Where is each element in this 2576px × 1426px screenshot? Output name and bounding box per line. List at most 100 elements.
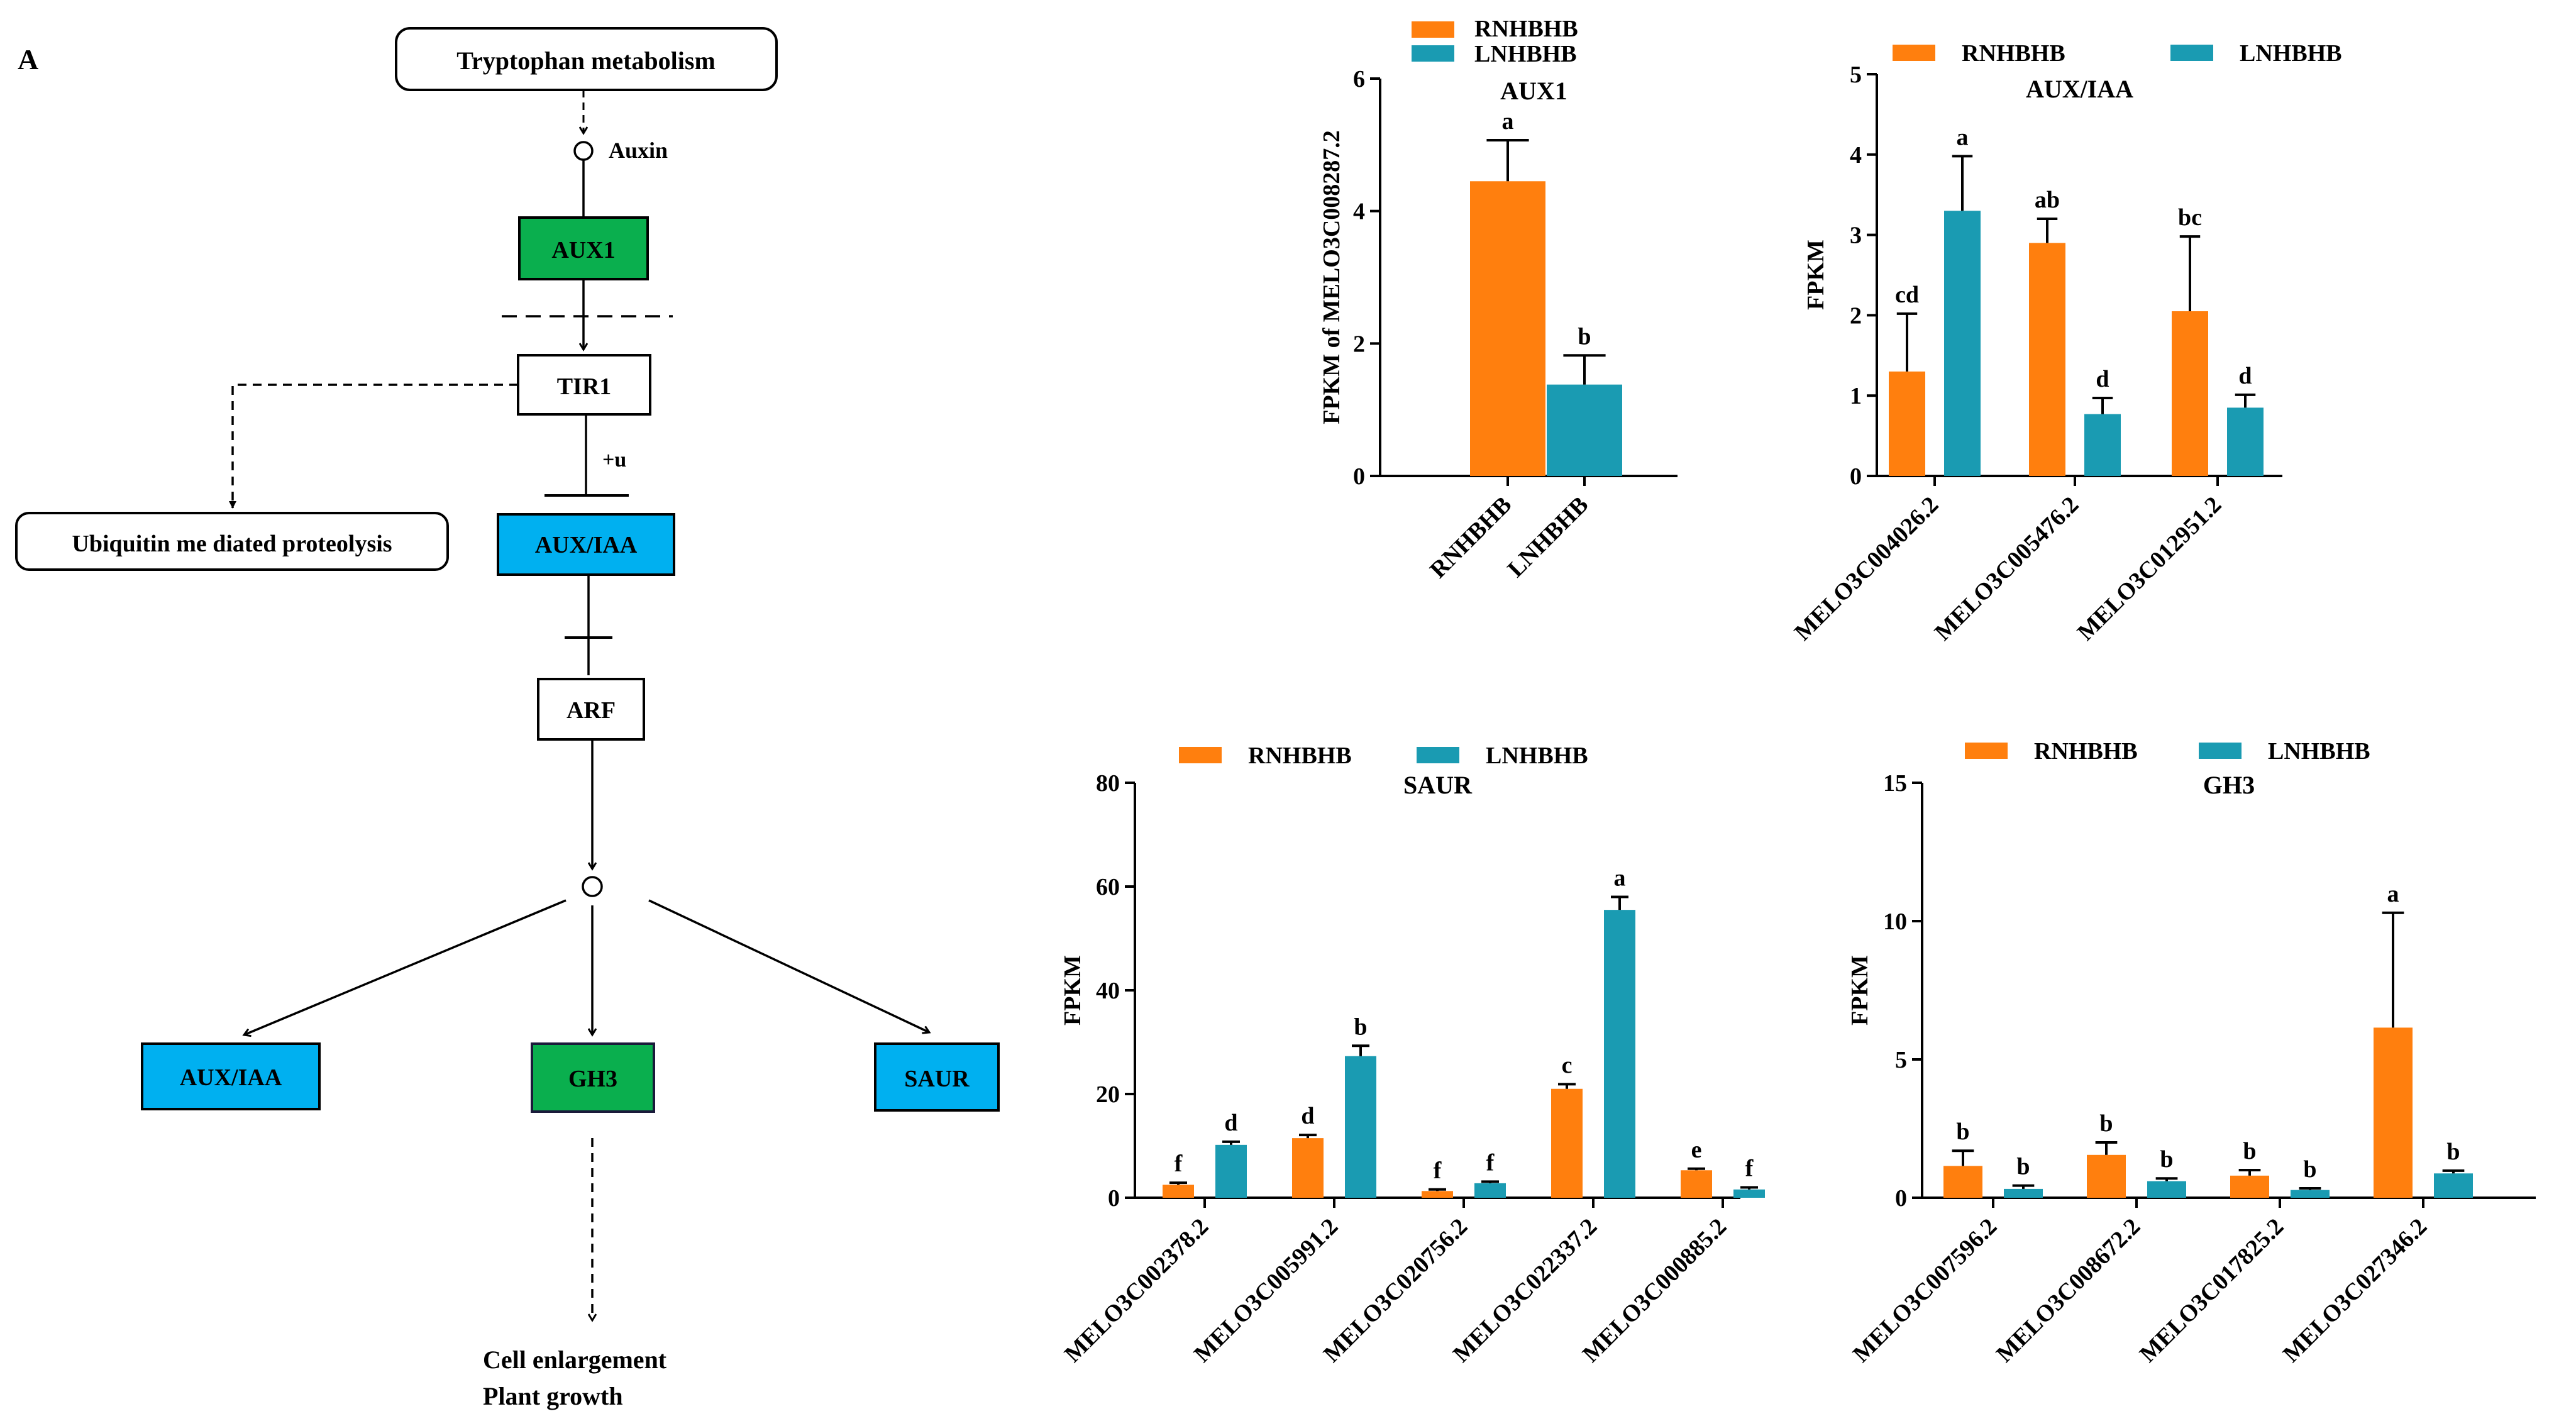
out-saur-label: SAUR <box>904 1066 970 1092</box>
branch-node <box>582 876 603 897</box>
tir1-label: TIR1 <box>557 373 612 400</box>
y-axis-label: FPKM <box>1847 955 1873 1025</box>
outcome-2: Plant growth <box>483 1382 623 1410</box>
out-auxiaa-label: AUX/IAA <box>180 1064 282 1091</box>
arf-label: ARF <box>567 697 616 724</box>
legend-label-lnhbhb: LNHBHB <box>2240 40 2342 67</box>
auxiaa-box <box>497 513 675 576</box>
outcome-1: Cell enlargement <box>483 1346 667 1374</box>
x-tick-label: MELO3C022337.2 <box>1448 1213 1602 1368</box>
legend-label-lnhbhb: LNHBHB <box>1474 41 1577 67</box>
y-tick-label: 4 <box>1353 199 1365 225</box>
legend-swatch-rnhbhb <box>1412 21 1454 38</box>
significance-letter: a <box>2387 881 2399 907</box>
arrow-to-saur <box>648 899 929 1032</box>
bar-lnhbhb <box>1604 910 1635 1198</box>
x-tick-label: MELO3C005476.2 <box>1930 492 2084 646</box>
out-auxiaa-box <box>141 1042 321 1110</box>
pathway-diagram: Tryptophan metabolism Auxin AUX1 TIR1 Ub… <box>15 27 1000 1410</box>
bar-rnhbhb <box>2230 1175 2269 1198</box>
y-tick-label: 0 <box>1353 463 1365 490</box>
significance-letter: b <box>1956 1119 1969 1145</box>
x-tick-label: MELO3C007596.2 <box>1848 1213 2002 1368</box>
y-tick-label: 10 <box>1883 909 1907 935</box>
y-tick-label: 15 <box>1883 770 1907 797</box>
legend-label-rnhbhb: RNHBHB <box>1248 743 1352 769</box>
x-tick-label: MELO3C002378.2 <box>1059 1213 1213 1368</box>
bar-lnhbhb <box>1944 211 1981 476</box>
y-axis-label: FPKM <box>1803 240 1829 310</box>
y-tick-label: 60 <box>1096 874 1120 900</box>
out-gh3-label: GH3 <box>568 1066 617 1092</box>
bar-rnhbhb <box>1163 1185 1194 1198</box>
significance-letter: b <box>2303 1156 2316 1183</box>
y-tick-label: 2 <box>1850 302 1862 329</box>
significance-letter: b <box>2243 1138 2256 1164</box>
y-axis-label: FPKM <box>1059 955 1086 1025</box>
auxin-node <box>573 141 594 161</box>
x-tick-label: MELO3C000885.2 <box>1578 1213 1732 1368</box>
legend-label-rnhbhb: RNHBHB <box>1474 16 1578 42</box>
out-saur-box <box>874 1042 1000 1112</box>
arf-box <box>537 678 645 741</box>
ubiquitin-label: Ubiquitin me diated proteolysis <box>72 531 392 557</box>
y-tick-label: 0 <box>1895 1185 1907 1212</box>
bar-lnhbhb <box>2147 1181 2186 1198</box>
legend-swatch-lnhbhb <box>2170 45 2213 61</box>
significance-letter: f <box>1745 1156 1754 1182</box>
tryptophan-label: Tryptophan metabolism <box>456 47 716 75</box>
x-tick-label: MELO3C017825.2 <box>2135 1213 2289 1368</box>
x-tick-label: RNHBHB <box>1425 492 1517 583</box>
x-tick-label: LNHBHB <box>1503 492 1594 583</box>
bar-lnhbhb <box>1215 1144 1247 1198</box>
auxin-label: Auxin <box>609 138 668 163</box>
significance-letter: ab <box>2035 187 2060 213</box>
chart-title: SAUR <box>1403 771 1473 799</box>
bar-lnhbhb <box>2084 414 2121 476</box>
y-tick-label: 5 <box>1850 62 1862 88</box>
legend-label-lnhbhb: LNHBHB <box>1486 743 1588 769</box>
x-tick-label: MELO3C020756.2 <box>1318 1213 1473 1368</box>
bar-rnhbhb <box>1943 1166 1982 1198</box>
y-tick-label: 0 <box>1108 1185 1120 1212</box>
y-tick-label: 0 <box>1850 463 1862 490</box>
x-tick-label: MELO3C004026.2 <box>1789 492 1943 646</box>
significance-letter: b <box>2446 1139 2460 1165</box>
tryptophan-box <box>395 27 778 91</box>
significance-letter: f <box>1175 1151 1183 1177</box>
significance-letter: b <box>2099 1110 2113 1137</box>
out-gh3-box <box>531 1042 655 1113</box>
legend-swatch-rnhbhb <box>1893 45 1935 61</box>
bar-lnhbhb <box>2291 1190 2330 1198</box>
legend-swatch-rnhbhb <box>1965 743 2008 759</box>
significance-letter: d <box>2096 366 2109 392</box>
bar-rnhbhb <box>2172 311 2208 476</box>
dashed-arrow-ubiquitin <box>229 384 518 509</box>
ubiquitin-box <box>15 512 449 571</box>
arrow-to-auxiaa <box>244 899 567 1035</box>
auxiaa-label: AUX/IAA <box>535 532 638 558</box>
significance-letter: b <box>1578 323 1591 350</box>
significance-letter: a <box>1614 865 1626 892</box>
y-tick-label: 4 <box>1850 142 1862 169</box>
bar-rnhbhb <box>1889 371 1925 476</box>
bar-rnhbhb <box>2029 243 2065 476</box>
y-tick-label: 2 <box>1353 331 1365 357</box>
x-tick-label: MELO3C012951.2 <box>2072 492 2226 646</box>
legend-label-rnhbhb: RNHBHB <box>1962 40 2065 67</box>
bar-rnhbhb <box>1292 1138 1324 1198</box>
significance-letter: d <box>1301 1103 1314 1129</box>
panel-label: A <box>18 43 38 75</box>
significance-letter: f <box>1486 1149 1495 1176</box>
y-tick-label: 6 <box>1353 66 1365 92</box>
y-tick-label: 5 <box>1895 1047 1907 1073</box>
significance-letter: b <box>1354 1014 1367 1040</box>
y-axis-label: FPKM of MELO3C008287.2 <box>1318 130 1345 424</box>
bar-rnhbhb <box>1551 1088 1583 1198</box>
bar-lnhbhb <box>1474 1183 1506 1198</box>
bar-rnhbhb <box>1470 181 1545 476</box>
